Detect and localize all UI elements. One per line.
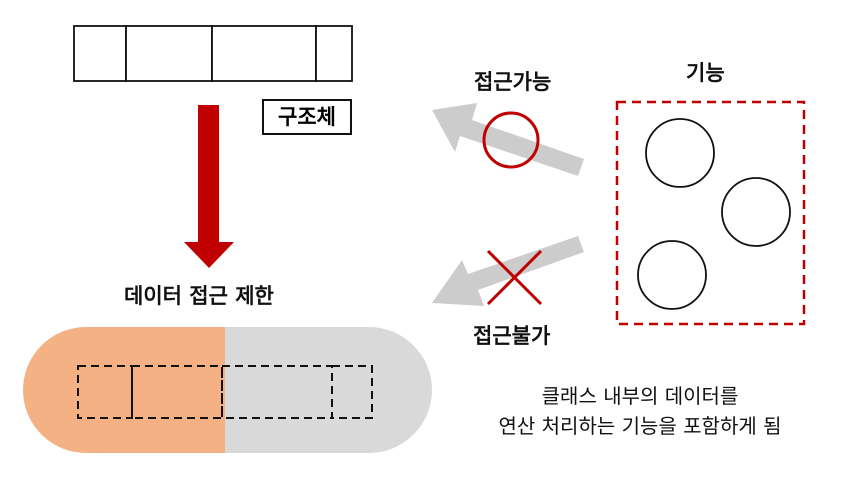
data-restriction-label: 데이터 접근 제한 <box>124 284 274 308</box>
capsule-dashed-cell-4 <box>331 365 373 419</box>
access-arrow-icon <box>432 103 584 176</box>
accessible-label: 접근가능 <box>474 70 552 94</box>
capsule <box>23 327 432 453</box>
capsule-dashed-cell-1 <box>77 365 133 419</box>
struct-cell-3 <box>211 25 317 82</box>
caption: 클래스 내부의 데이터를 연산 처리하는 기능을 포함하게 됨 <box>440 381 840 441</box>
capsule-left-half <box>23 327 225 453</box>
struct-cell-1 <box>73 25 127 82</box>
struct-label-text: 구조체 <box>278 104 336 129</box>
down-arrow-icon <box>184 105 234 268</box>
inaccessible-x-icon <box>486 249 543 306</box>
function-circle-2 <box>721 177 791 247</box>
accessible-circle-icon <box>482 111 540 169</box>
struct-cell-4 <box>315 25 353 82</box>
struct-label: 구조체 <box>262 99 352 135</box>
function-label: 기능 <box>686 61 725 85</box>
caption-line-2: 연산 처리하는 기능을 포함하게 됨 <box>498 414 782 438</box>
function-circle-3 <box>637 240 707 310</box>
function-box <box>615 100 806 326</box>
capsule-right-half <box>225 327 432 453</box>
struct-cells <box>73 25 353 82</box>
capsule-dashed-cell-2 <box>131 365 223 419</box>
inaccessible-label: 접근불가 <box>473 324 551 348</box>
function-circle-1 <box>645 118 715 188</box>
caption-line-1: 클래스 내부의 데이터를 <box>541 384 739 408</box>
struct-cell-2 <box>125 25 213 82</box>
